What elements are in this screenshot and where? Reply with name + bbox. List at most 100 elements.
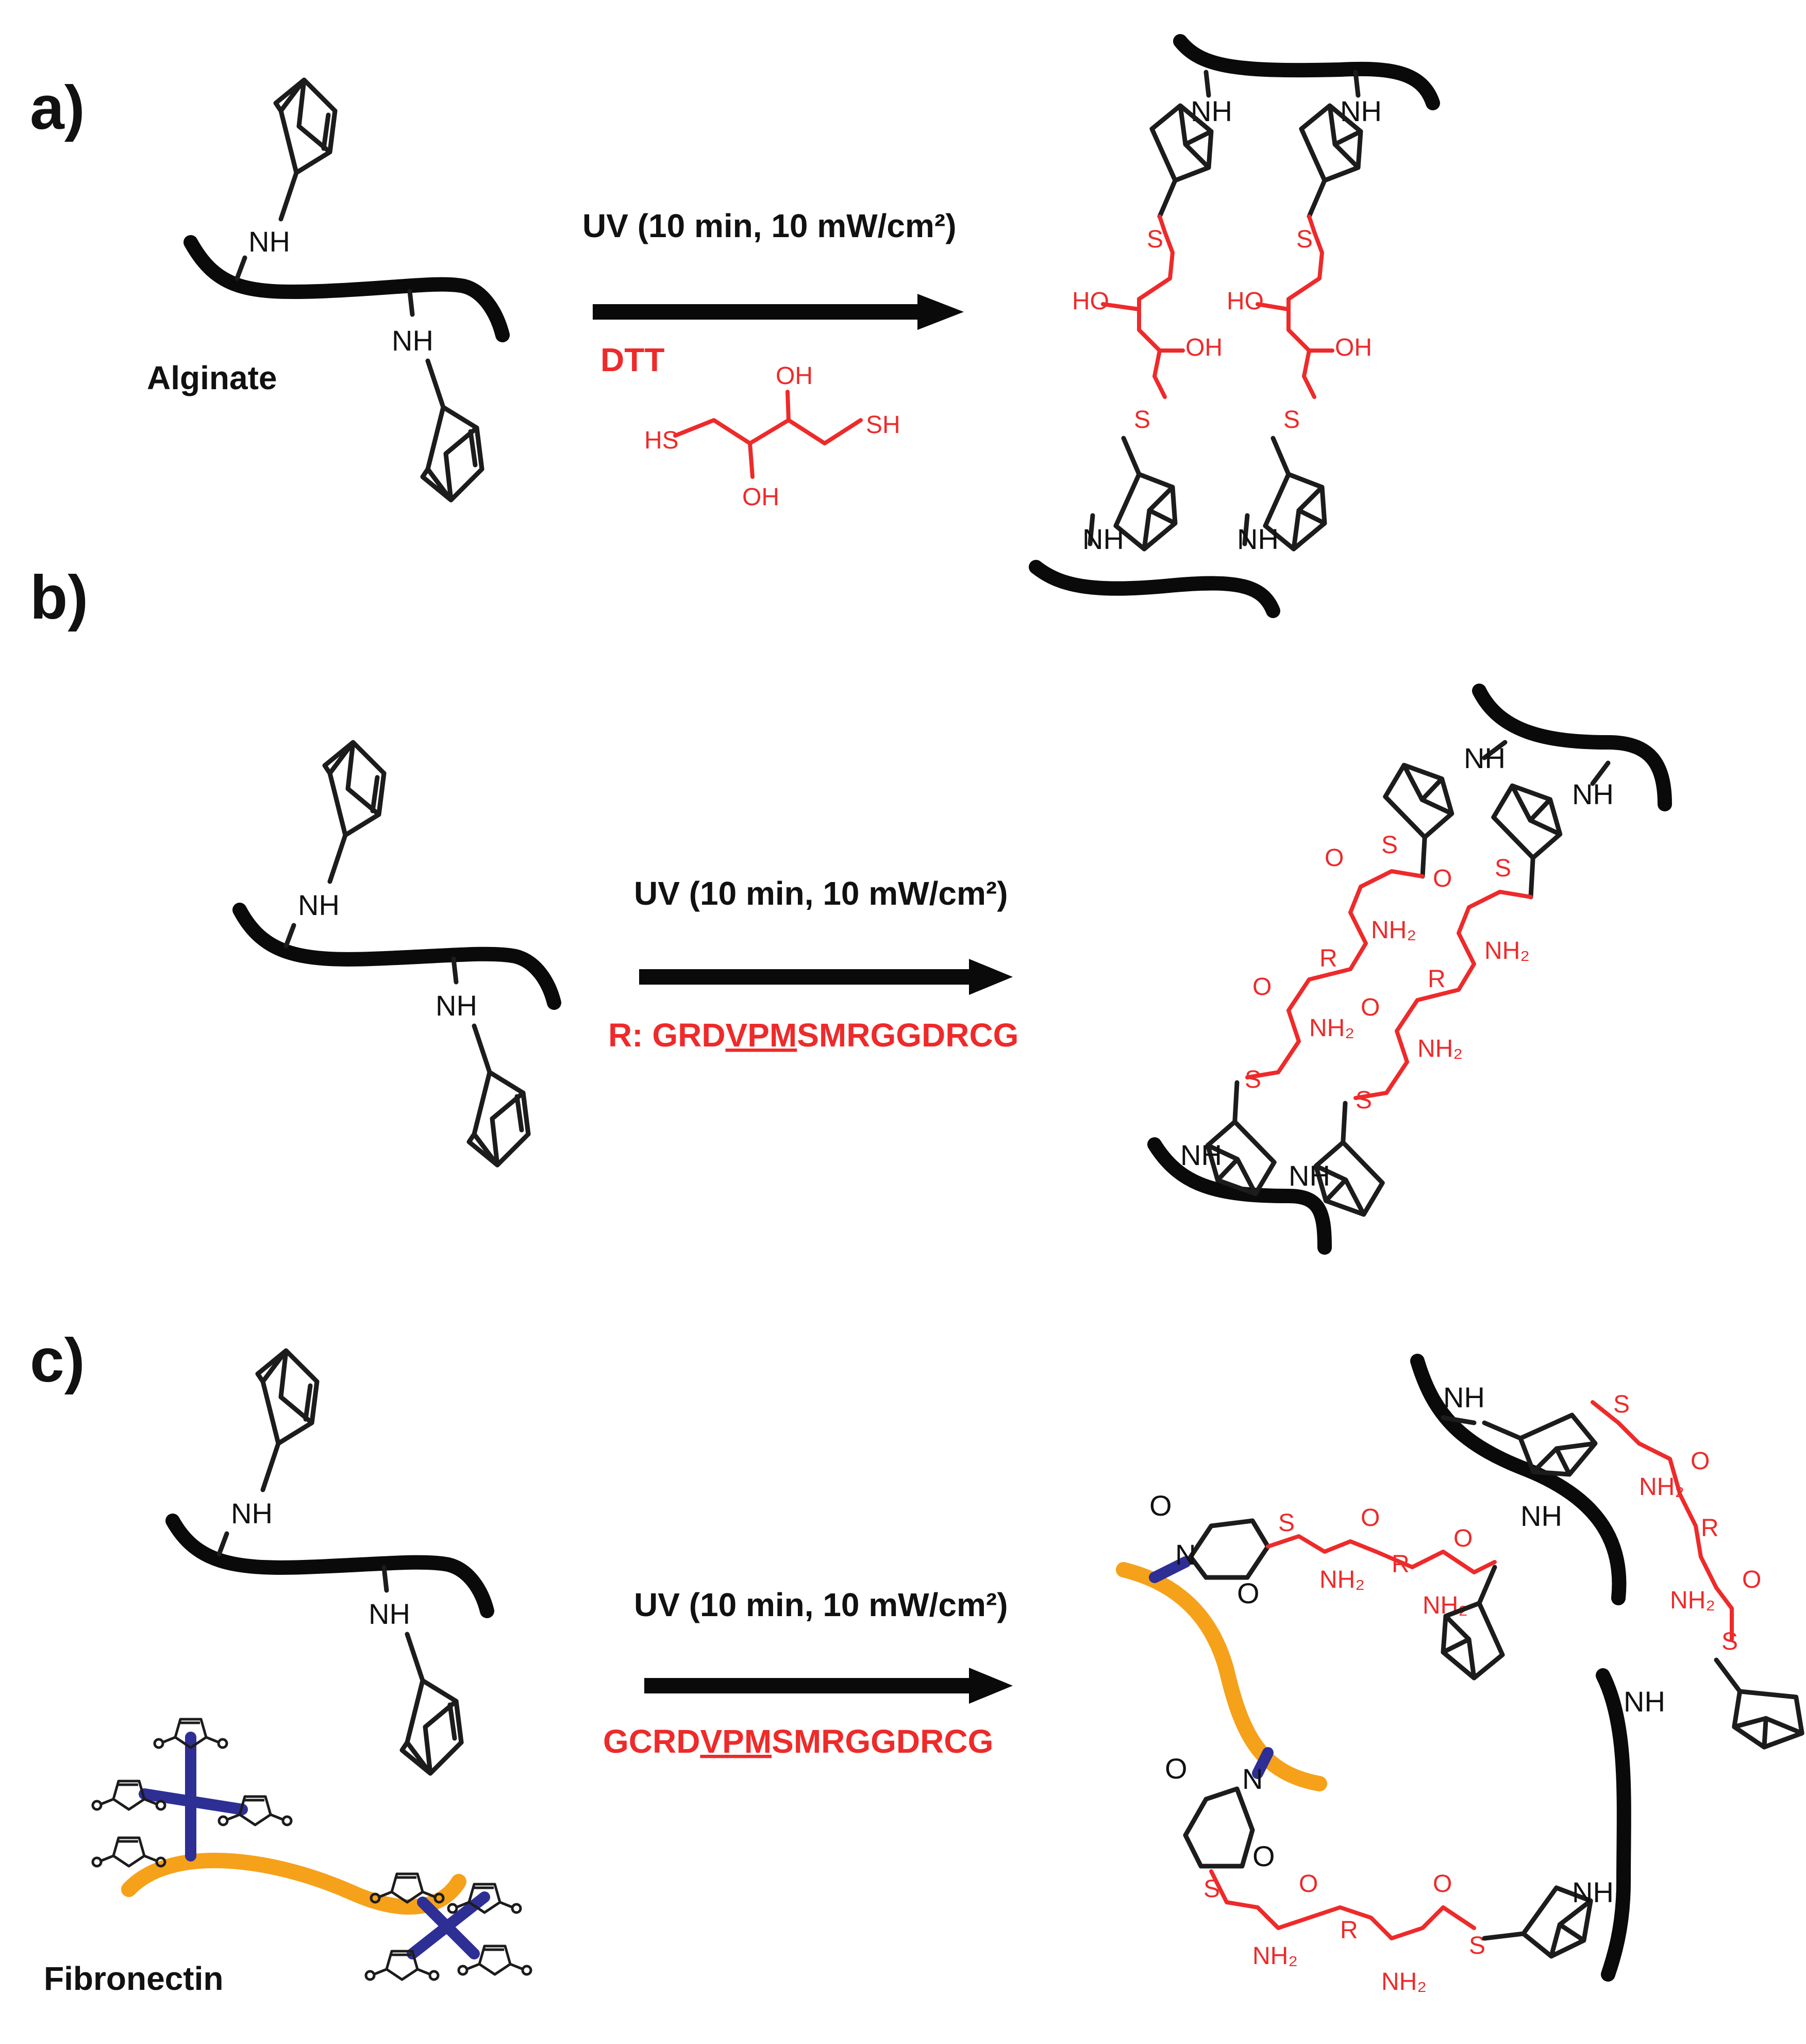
peptide-sequence: GCRDVPMSMRGGDRCG: [603, 1723, 993, 1760]
peptide-crosslink-right: NH S O NH₂ R O NH₂ S NH: [1289, 760, 1614, 1225]
norbornene-group: [276, 80, 335, 219]
svg-text:NH₂: NH₂: [1639, 1473, 1684, 1501]
svg-text:S: S: [1278, 1509, 1295, 1537]
norbornene-group: [258, 1351, 317, 1490]
peptide-linker-lower: N O O S O R O NH₂ NH₂ S NH: [1165, 1752, 1614, 1996]
svg-text:SH: SH: [866, 411, 900, 439]
svg-text:O: O: [1361, 1504, 1380, 1532]
panel-b: b) NH NH UV (10 min, 10 mW/cm²) R: GRDVP…: [30, 563, 1672, 1255]
norbornene-group: [469, 1026, 528, 1165]
svg-text:HO: HO: [1072, 288, 1109, 315]
nh-label: NH: [369, 1598, 410, 1630]
panel-c-label: c): [30, 1326, 85, 1395]
svg-text:NH₂: NH₂: [1309, 1015, 1354, 1042]
svg-text:O: O: [1453, 1525, 1473, 1552]
svg-text:S: S: [1721, 1628, 1738, 1655]
panel-b-label: b): [30, 563, 88, 632]
svg-text:OH: OH: [1185, 334, 1223, 361]
svg-text:NH: NH: [1180, 1139, 1222, 1171]
svg-text:O: O: [1149, 1489, 1172, 1522]
nh-label: NH: [231, 1497, 273, 1530]
svg-text:NH₂: NH₂: [1371, 917, 1416, 944]
svg-text:NH: NH: [1443, 1381, 1485, 1414]
norbornene-group: [402, 1634, 461, 1773]
peptide-linker-upper: N O O S O R O NH₂ NH₂ NH: [1149, 1489, 1562, 1678]
svg-text:R: R: [1319, 945, 1337, 972]
svg-text:S: S: [1283, 406, 1300, 434]
panel-a-label: a): [30, 73, 85, 142]
svg-text:S: S: [1613, 1391, 1630, 1418]
peptide-linker-right: NH S O NH₂ R O NH₂ S NH: [1441, 1381, 1806, 1760]
maleimide-linker: [1252, 1747, 1274, 1779]
uv-condition: UV (10 min, 10 mW/cm²): [582, 207, 957, 244]
svg-text:O: O: [1237, 1577, 1260, 1609]
svg-text:O: O: [1361, 994, 1380, 1021]
svg-text:S: S: [1495, 855, 1511, 882]
svg-text:NH: NH: [1237, 523, 1279, 555]
maleimide-crosslinker: [366, 1874, 531, 1980]
svg-text:NH₂: NH₂: [1484, 937, 1530, 965]
svg-text:OH: OH: [742, 484, 779, 511]
norbornene-group: [423, 361, 482, 500]
svg-text:NH: NH: [1464, 742, 1506, 774]
alginate-backbone: [1173, 34, 1440, 110]
reaction-arrow: [639, 959, 1013, 995]
svg-text:O: O: [1742, 1566, 1761, 1593]
svg-text:NH₂: NH₂: [1417, 1035, 1463, 1062]
svg-text:N: N: [1175, 1538, 1196, 1571]
svg-text:S: S: [1203, 1875, 1220, 1903]
svg-text:NH₂: NH₂: [1252, 1942, 1298, 1970]
svg-text:S: S: [1296, 226, 1313, 253]
svg-text:O: O: [1433, 1870, 1452, 1898]
svg-text:NH: NH: [1572, 1876, 1614, 1908]
maleimide-crosslinker: [93, 1719, 291, 1866]
alginate-backbone: [1147, 1137, 1332, 1255]
alginate-backbone: [183, 235, 510, 342]
svg-text:R: R: [1701, 1515, 1719, 1542]
svg-text:O: O: [1691, 1448, 1710, 1475]
reaction-arrow: [593, 294, 964, 330]
dtt-structure: HS SH OH OH: [644, 362, 900, 511]
alginate-backbone: [232, 903, 561, 1010]
svg-text:R: R: [1428, 966, 1446, 993]
nh-label: NH: [248, 225, 290, 258]
svg-text:NH₂: NH₂: [1319, 1566, 1365, 1593]
panel-c: c) NH NH Fibronectin UV (10 min, 10 mW/c…: [30, 1326, 1806, 1997]
uv-condition: UV (10 min, 10 mW/cm²): [634, 875, 1008, 912]
svg-text:N: N: [1242, 1763, 1263, 1795]
svg-text:S: S: [1469, 1932, 1485, 1959]
maleimide-linker: [1149, 1556, 1191, 1583]
svg-text:O: O: [1252, 973, 1272, 1001]
svg-text:O: O: [1325, 844, 1344, 872]
svg-text:OH: OH: [776, 362, 813, 390]
svg-text:S: S: [1381, 832, 1398, 859]
svg-text:NH: NH: [1520, 1500, 1562, 1532]
crosslink-left: NH S HO OH S NH: [1072, 70, 1232, 555]
svg-text:S: S: [1147, 226, 1163, 253]
svg-text:R: R: [1340, 1917, 1358, 1944]
svg-text:S: S: [1356, 1087, 1372, 1114]
nh-label: NH: [392, 324, 433, 357]
svg-text:NH₂: NH₂: [1381, 1968, 1427, 1996]
reaction-arrow: [644, 1668, 1013, 1704]
svg-text:HO: HO: [1227, 288, 1264, 315]
svg-text:NH: NH: [1082, 523, 1124, 555]
svg-text:NH: NH: [1572, 778, 1614, 810]
panel-a: a) NH NH Alginate UV (10 min, 10 mW/cm²)…: [30, 34, 1440, 618]
nh-label: NH: [298, 889, 340, 921]
svg-text:O: O: [1433, 865, 1452, 892]
alginate-backbone: [1596, 1668, 1631, 1982]
svg-text:NH₂: NH₂: [1670, 1587, 1715, 1614]
svg-text:NH: NH: [1289, 1159, 1330, 1192]
svg-text:O: O: [1252, 1840, 1275, 1872]
fibronectin-chain: [121, 1853, 466, 1915]
norbornene-group: [325, 742, 384, 882]
nh-label: NH: [436, 989, 477, 1022]
alginate-backbone: [1410, 1354, 1627, 1605]
svg-text:NH: NH: [1624, 1685, 1665, 1718]
svg-text:O: O: [1299, 1870, 1318, 1898]
fibronectin-chain: [1116, 1562, 1327, 1791]
uv-condition: UV (10 min, 10 mW/cm²): [634, 1586, 1008, 1623]
reagent-dtt: DTT: [600, 341, 664, 378]
svg-text:R: R: [1392, 1551, 1410, 1578]
